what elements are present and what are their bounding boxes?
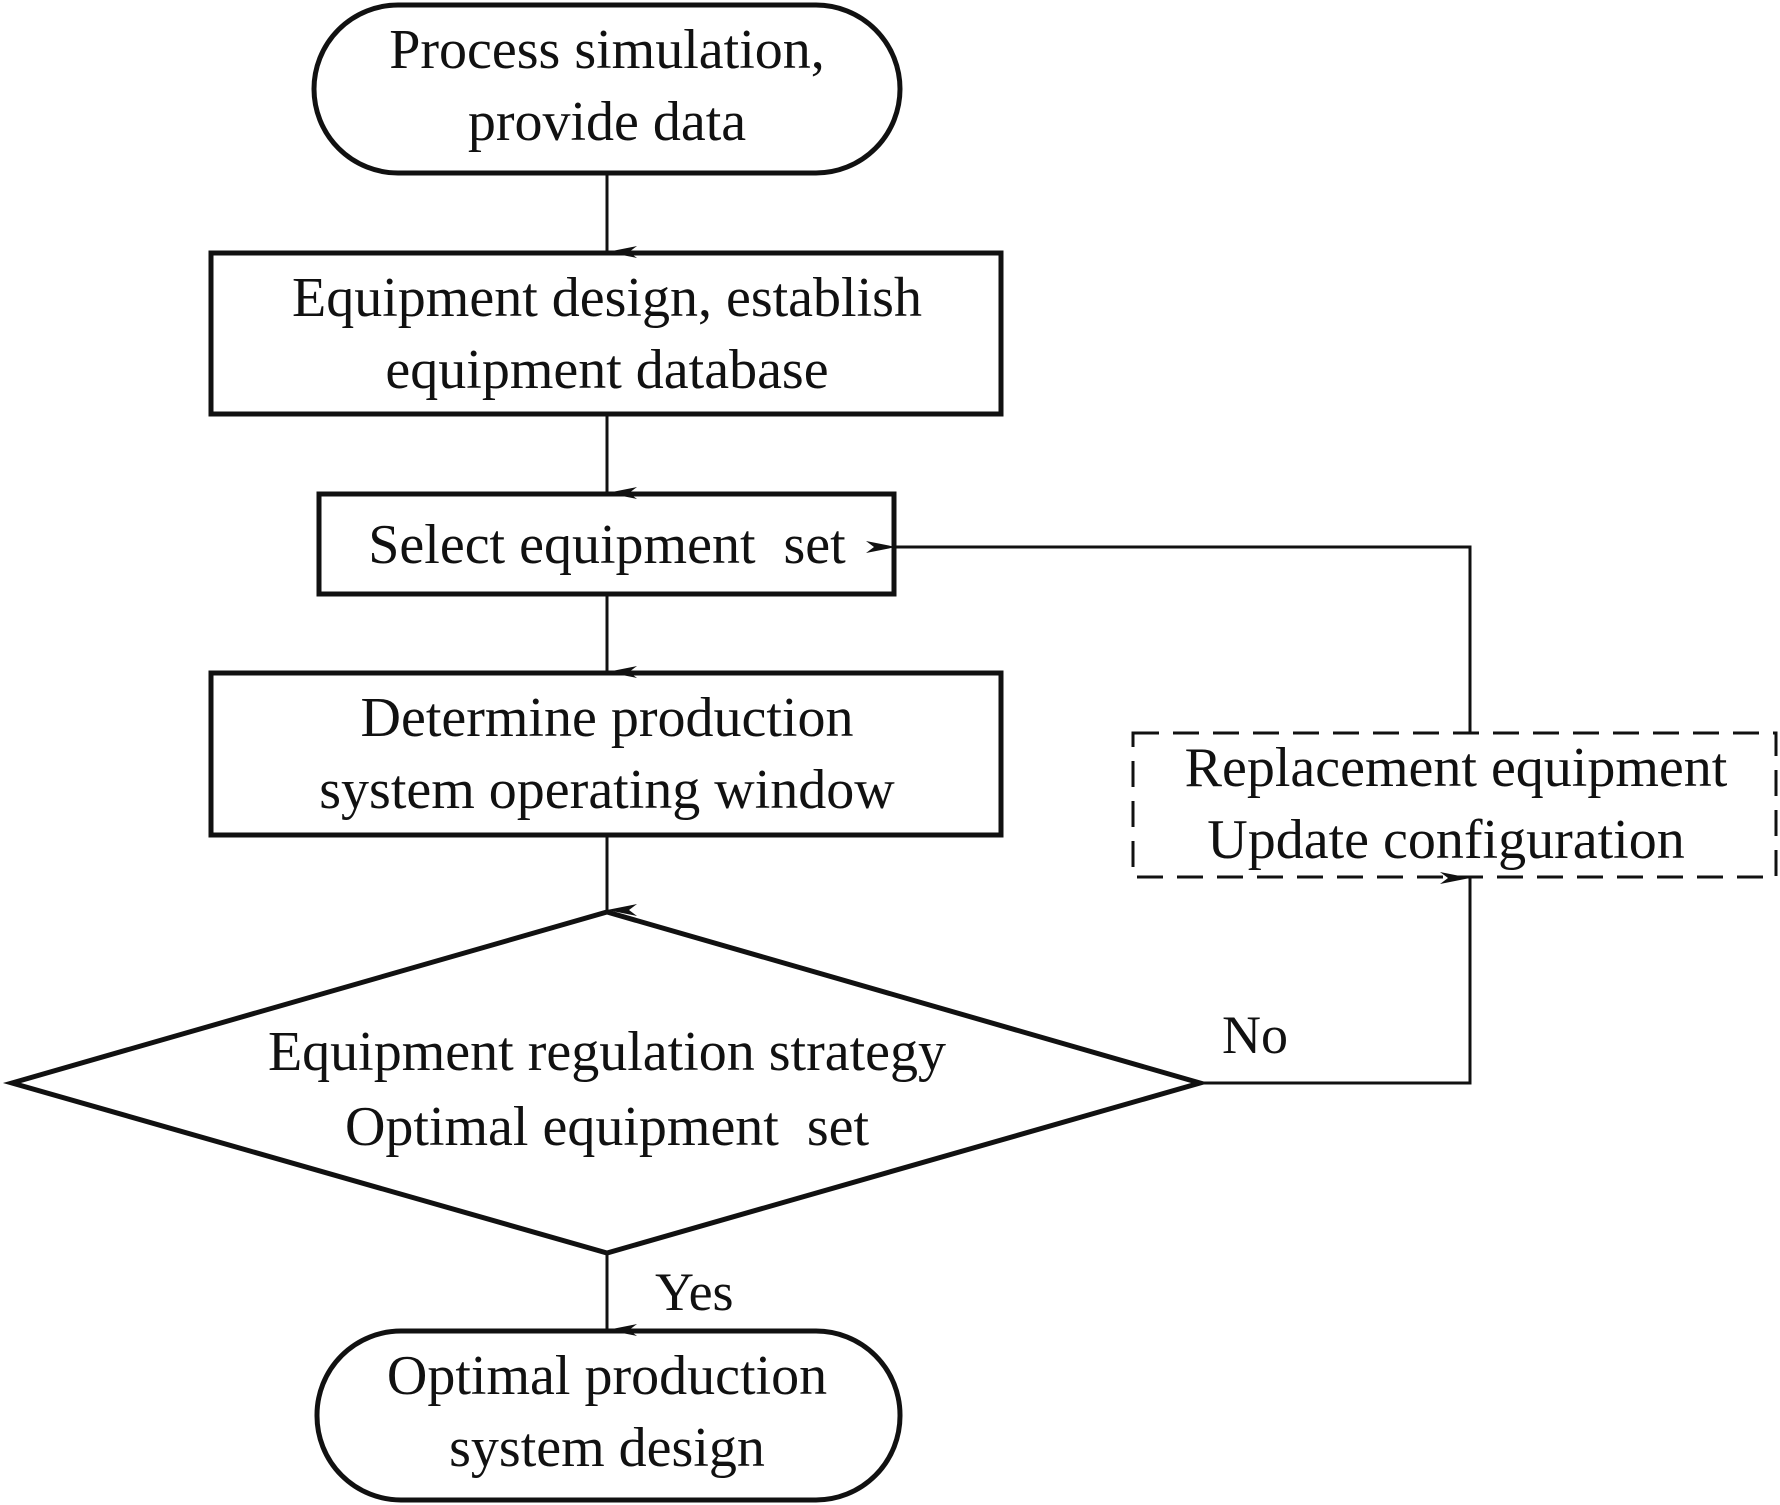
edge-label-yes: Yes — [655, 1262, 734, 1322]
node-design-box — [208, 250, 1004, 417]
node-window-line-1: Determine production — [361, 687, 854, 749]
node-end-line-1: Optimal production — [387, 1345, 827, 1407]
node-select-line-1: Select equipment set — [368, 514, 846, 576]
node-end-line-2: system design — [449, 1417, 765, 1479]
edge-label-no: No — [1222, 1005, 1288, 1065]
node-design-line-2: equipment database — [385, 339, 828, 401]
node-start-line-1: Process simulation, — [389, 19, 825, 81]
node-replace-dashed-box — [1131, 731, 1778, 879]
node-select-box — [316, 491, 897, 597]
node-design-line-1: Equipment design, establish — [292, 267, 922, 329]
node-window-box — [208, 670, 1004, 838]
edge-replace-to-select — [866, 541, 1472, 732]
node-window-line-2: system operating window — [319, 759, 895, 821]
edge-decision-to-replace — [1201, 872, 1472, 1085]
node-start-line-2: provide data — [468, 91, 746, 153]
node-start-terminal — [311, 2, 903, 176]
node-decision-line-1: Equipment regulation strategy — [268, 1021, 946, 1083]
node-replace-line-1: Replacement equipment — [1185, 737, 1728, 799]
node-replace-line-2: Update configuration — [1207, 809, 1684, 871]
node-decision-diamond — [2, 909, 1210, 1256]
node-decision-line-2: Optimal equipment set — [345, 1096, 870, 1158]
